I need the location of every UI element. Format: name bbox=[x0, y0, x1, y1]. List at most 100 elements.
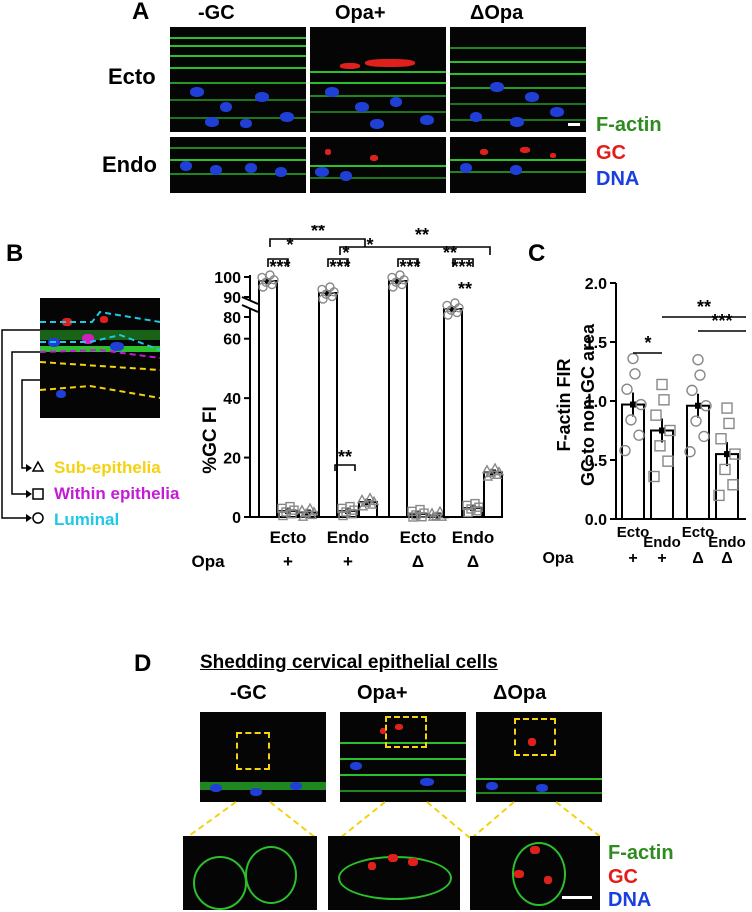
row-label-endo: Endo bbox=[102, 152, 157, 177]
chart-b-ytick-label: 40 bbox=[223, 391, 241, 408]
chart-c-point bbox=[700, 400, 712, 412]
chart-c-xlabel: Ecto bbox=[682, 524, 715, 541]
chart-b-axis-break bbox=[241, 304, 259, 313]
chart-b-point bbox=[325, 282, 335, 292]
panel-label-d: D bbox=[134, 650, 152, 677]
chart-b-bar bbox=[483, 471, 503, 519]
chart-b-point bbox=[258, 282, 268, 292]
chart-b-point bbox=[388, 282, 398, 292]
legend-b-luminal: Luminal bbox=[54, 510, 120, 529]
chart-b-bar bbox=[443, 308, 463, 518]
chart-b-mean-marker bbox=[395, 278, 401, 284]
panel-d-col-no-gc: -GC bbox=[230, 682, 267, 704]
micrograph-d-top-no-gc bbox=[200, 712, 326, 802]
chart-b-ytick-label: 90 bbox=[223, 290, 241, 307]
micrograph-d-zoom-delta-opa bbox=[470, 836, 600, 910]
chart-b-significance: *** bbox=[451, 257, 472, 277]
chart-c-point bbox=[723, 417, 735, 430]
chart-c-significance: ** bbox=[697, 297, 711, 317]
chart-c-significance: *** bbox=[711, 311, 732, 331]
chart-c-xlabel: Endo bbox=[643, 534, 681, 551]
chart-b-point bbox=[443, 310, 453, 320]
chart-c-bar bbox=[686, 404, 710, 520]
chart-c-xlabel-opa: + bbox=[657, 550, 666, 567]
chart-c-point bbox=[727, 479, 739, 491]
chart-b-significance: ** bbox=[443, 243, 457, 263]
chart-b-sig-bracket bbox=[267, 258, 289, 267]
col-header-delta-opa: ΔOpa bbox=[470, 2, 524, 24]
micrograph-ecto-opa-plus bbox=[310, 27, 446, 132]
chart-c-ylabel-line1: F-actin FIR bbox=[554, 359, 574, 452]
micrograph-d-zoom-opa-plus bbox=[328, 836, 460, 910]
chart-c-bar bbox=[650, 429, 674, 520]
panel-d-col-opa-plus: Opa+ bbox=[357, 682, 408, 704]
chart-c-point bbox=[721, 402, 733, 414]
chart-b-point bbox=[434, 505, 446, 515]
chart-b-point bbox=[395, 270, 405, 280]
chart-b-point bbox=[265, 270, 275, 280]
chart-c-row-label-opa: Opa bbox=[542, 550, 573, 567]
chart-c-ylabel-line2: GC to non-GC area bbox=[578, 323, 598, 486]
chart-b-sig-bracket bbox=[339, 246, 491, 255]
chart-b-significance: * bbox=[286, 235, 293, 255]
chart-c-xlabel: Endo bbox=[708, 534, 746, 551]
chart-b-ytick-label: 0 bbox=[232, 510, 241, 527]
chart-b-ylabel: %GC FI bbox=[200, 406, 221, 474]
chart-b-xlabel-opa: + bbox=[283, 552, 293, 571]
panel-label-b: B bbox=[6, 240, 24, 267]
chart-c-xlabel-opa: Δ bbox=[721, 550, 733, 567]
chart-b-row-label-opa: Opa bbox=[191, 552, 225, 571]
panel-d-title: Shedding cervical epithelial cells bbox=[200, 652, 498, 673]
chart-c-xlabel-opa: + bbox=[628, 550, 637, 567]
chart-c-point bbox=[654, 440, 666, 452]
chart-b-point bbox=[364, 492, 376, 502]
chart-c-mean-marker bbox=[659, 427, 665, 434]
chart-b-xlabel-tissue: Endo bbox=[327, 528, 370, 547]
chart-c-point bbox=[719, 463, 731, 476]
chart-c-point bbox=[664, 424, 676, 437]
legend-d-dna: DNA bbox=[608, 889, 652, 911]
legend-a-dna: DNA bbox=[596, 168, 640, 190]
chart-c-ytick-label: 2.0 bbox=[585, 276, 607, 293]
chart-c-point bbox=[635, 398, 647, 411]
chart-c-point bbox=[619, 444, 631, 457]
micrograph-ecto-delta-opa bbox=[450, 27, 586, 132]
chart-b-significance: * bbox=[342, 243, 349, 263]
chart-b-point bbox=[489, 462, 501, 472]
legend-d-factin: F-actin bbox=[608, 842, 674, 864]
chart-b-ytick-label: 80 bbox=[223, 310, 241, 327]
chart-c-point bbox=[698, 430, 710, 443]
chart-b-point bbox=[296, 504, 308, 514]
chart-b-xlabel-tissue: Ecto bbox=[270, 528, 307, 547]
chart-b-point bbox=[304, 502, 316, 512]
chart-b-ytick-label: 100 bbox=[214, 270, 241, 287]
chart-c-point bbox=[627, 352, 639, 365]
chart-b-point bbox=[267, 279, 277, 290]
chart-b-xlabel-opa: Δ bbox=[412, 552, 424, 571]
chart-b-xlabel-tissue: Ecto bbox=[400, 528, 437, 547]
chart-b-axis-break bbox=[241, 296, 259, 305]
legend-a-factin: F-actin bbox=[596, 114, 662, 136]
chart-b-point bbox=[318, 294, 328, 304]
chart-b-sig-bracket bbox=[334, 464, 356, 471]
panel-label-c: C bbox=[528, 240, 546, 267]
chart-b-bar bbox=[388, 280, 408, 518]
chart-c-ytick-label: 1.0 bbox=[585, 394, 607, 411]
chart-b-point bbox=[345, 501, 355, 512]
chart-c-point bbox=[694, 369, 706, 381]
chart-c-xlabel-opa: Δ bbox=[692, 550, 704, 567]
chart-b-xlabel-tissue: Endo bbox=[452, 528, 495, 547]
chart-b-sig-bracket bbox=[327, 258, 349, 267]
chart-b-significance: ** bbox=[415, 225, 429, 245]
chart-c-mean-marker bbox=[724, 451, 730, 458]
chart-b-significance: ** bbox=[458, 279, 472, 299]
chart-c-point bbox=[621, 383, 633, 395]
chart-factin-fir: F-actin FIR GC to non-GC area 0.00.51.01… bbox=[542, 276, 746, 567]
chart-b-point bbox=[426, 507, 438, 517]
micrograph-endo-no-gc bbox=[170, 137, 306, 193]
micrograph-endo-delta-opa bbox=[450, 137, 586, 193]
chart-c-ytick-label: 1.5 bbox=[585, 335, 607, 352]
chart-b-mean-marker bbox=[325, 290, 331, 296]
micrograph-d-top-delta-opa bbox=[476, 712, 602, 802]
chart-b-sig-bracket bbox=[452, 258, 474, 267]
